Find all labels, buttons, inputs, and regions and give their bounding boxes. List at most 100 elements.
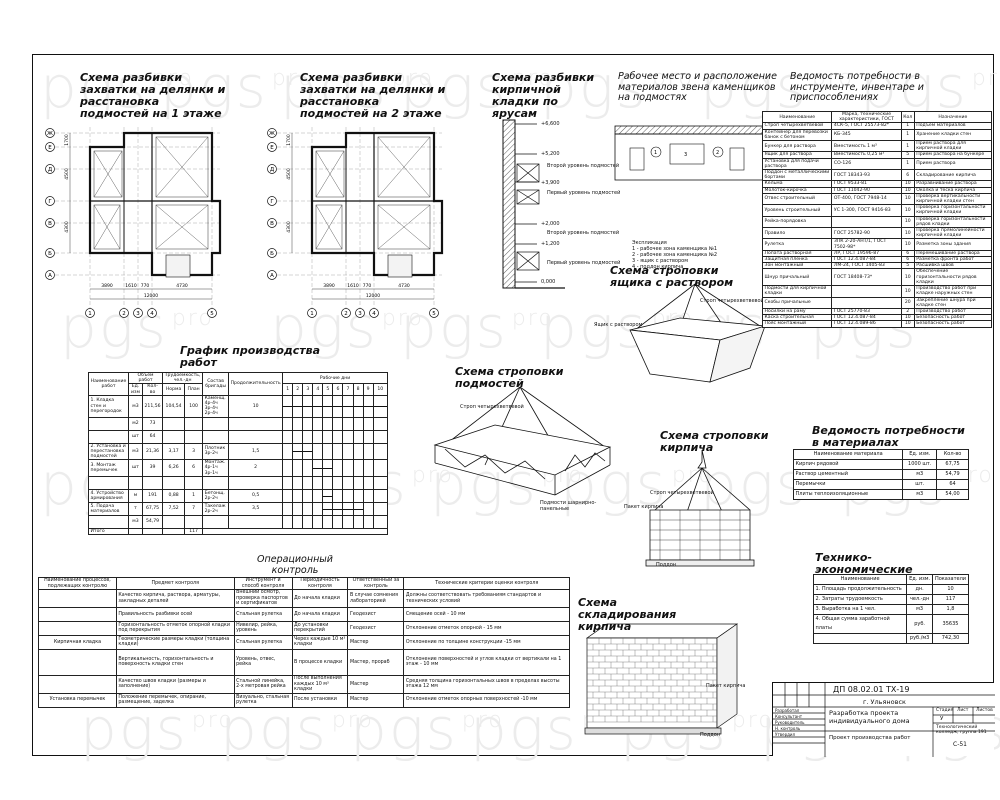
table-header-row: Наименование работ Объем работ Трудоемко… — [88, 371, 388, 396]
table-cell — [202, 514, 230, 529]
table-cell: Отклонение поверхностей и углов кладки о… — [403, 648, 570, 676]
axis-marker — [119, 308, 129, 318]
axis-marker — [45, 196, 55, 206]
day-cell — [312, 394, 324, 418]
table-header-cell: Наименование работ — [88, 372, 129, 396]
table-cell: 1. Площадь продолжительность — [812, 584, 908, 595]
day-cell — [342, 442, 354, 461]
table-cell: Стальной линейка, 2-х метровая рейка — [233, 674, 293, 694]
stamp-role: Утвердил — [775, 732, 796, 737]
table-header-cell: Наименование материала — [792, 449, 904, 460]
table-cell: Вместимость 0,25 м³ — [831, 151, 902, 159]
axis-marker — [45, 218, 55, 228]
table-cell: 7 — [184, 501, 204, 516]
day-cell — [362, 501, 374, 516]
gantt-bar — [363, 406, 373, 408]
gantt-bar — [333, 406, 343, 408]
table-cell — [128, 527, 143, 536]
table-cell: Складирование кирпича — [913, 169, 993, 182]
day-cell — [302, 416, 314, 431]
day-cell — [372, 488, 389, 503]
table-header-cell: Предмет контроля — [115, 576, 235, 591]
title-tiers: Схема разбивки кирпичной кладки по яруса… — [492, 71, 595, 120]
table-cell: 4. Общая сумма заработной платы — [812, 614, 908, 634]
table-cell: Перемычки — [792, 479, 904, 490]
table-header-cell: Кол — [900, 110, 915, 124]
table-cell: 6 — [184, 459, 204, 477]
dimension-label: 770 — [141, 283, 150, 289]
table-cell: ЛМ-24, ГОСТ 1405-83 — [831, 262, 902, 270]
axis-marker — [429, 308, 439, 318]
table-cell: Качество кирпича, раствора, арматуры, за… — [115, 589, 235, 608]
day-cell — [352, 459, 364, 477]
axis-marker — [133, 308, 143, 318]
table-header-cell: Объем работ — [127, 371, 164, 385]
table-cell: 10 — [900, 320, 915, 328]
dimension-label: 4300 — [64, 221, 70, 233]
table-cell: Строп четырехветвевой — [761, 122, 833, 130]
level-3900: +3,900 — [541, 180, 560, 186]
axis-marker — [341, 308, 351, 318]
axis-marker — [267, 218, 277, 228]
axis-number: 4 — [150, 311, 154, 317]
day-cell — [282, 475, 294, 490]
table-cell: 54,79 — [936, 469, 969, 480]
day-cell — [322, 475, 334, 490]
day-cell — [332, 429, 344, 444]
table-header-cell: Ед. изм — [128, 383, 143, 396]
table-header-row: Наименование Ед. изм. Показатели — [812, 574, 969, 585]
axis-marker — [267, 196, 277, 206]
table-cell: Шнур причальный — [761, 268, 833, 287]
day-cell — [302, 475, 314, 490]
table-cell: Пояс монтажный — [761, 320, 833, 328]
table-cell: Монтаж. 4р-1ч 3р-1ч — [202, 459, 230, 477]
table-cell: 100 — [184, 394, 204, 418]
table-cell: 10 — [900, 215, 915, 229]
day-cell — [312, 442, 324, 461]
table-cell — [184, 416, 204, 431]
table-cell — [128, 475, 143, 490]
axis-letter: Б — [48, 251, 52, 257]
table-cell: Бетонщ. 2р-2ч — [202, 488, 230, 503]
table-cell: После выполнения каждых 10 м³ кладки — [291, 674, 349, 694]
day-cell — [302, 488, 314, 503]
table-cell: Перемешивание раствора — [913, 249, 993, 258]
axis-number: 2 — [344, 311, 348, 317]
scaffold-sling-label-panel: Подмости шарнирно-панельные — [540, 500, 597, 512]
dimension-label: 4730 — [176, 283, 188, 289]
table-cell: Отклонение по толщине конструкции -15 мм — [403, 634, 570, 650]
table-cell: КБ-345 — [831, 128, 902, 142]
table-cell — [141, 527, 164, 536]
table-cell — [38, 589, 117, 608]
gantt-bar — [323, 468, 333, 470]
svg-text:3: 3 — [684, 152, 687, 158]
day-cell — [352, 475, 364, 490]
dimension-label: 3890 — [101, 283, 113, 289]
table-cell: Обеспечение горизонтальности рядов кладк… — [913, 268, 993, 287]
table-cell: Мастер — [347, 692, 405, 708]
table-cell: Горизонтальность отметок опорной кладки … — [115, 620, 235, 636]
table-cell: Расшивка швов — [913, 262, 993, 270]
stamp-stage-label: Стадия — [936, 708, 954, 713]
table-cell — [184, 514, 204, 529]
day-cell — [372, 416, 389, 431]
table-cell: руб./м3 — [906, 633, 934, 644]
table-cell: 1. Кладка стен и перегородок — [88, 394, 129, 418]
table-header-cell: Назначение — [913, 110, 993, 124]
day-cell — [292, 475, 304, 490]
table-cell: Правило — [761, 227, 833, 240]
brick-sling-label-pack: Пакет кирпича — [624, 504, 664, 510]
table-cell — [228, 514, 284, 529]
stamp-sheets-label: Листов — [976, 708, 993, 713]
